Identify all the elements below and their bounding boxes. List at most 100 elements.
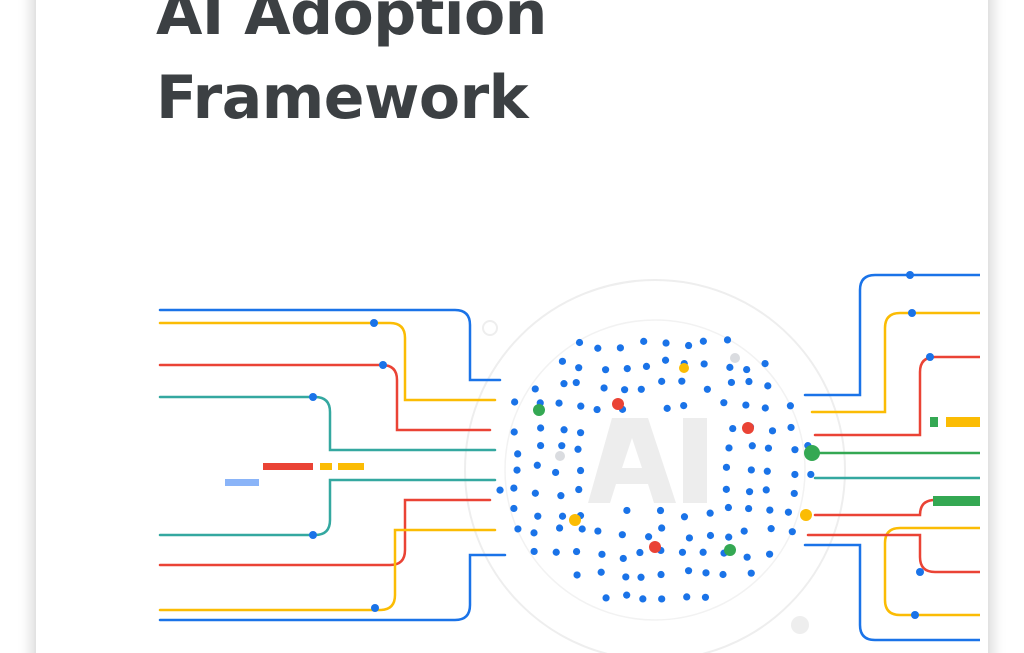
network-node [618,531,626,539]
network-node [745,377,753,386]
network-node [513,466,521,474]
network-node [560,380,568,388]
network-node [683,593,691,601]
center-ai-mark: AI [0,0,15,4]
network-node [700,360,708,368]
network-node [619,554,627,563]
network-node [578,525,586,533]
network-node [680,513,689,521]
network-node [678,377,686,385]
network-node [702,569,710,577]
network-node [555,524,564,532]
network-node [623,506,631,515]
network-node [740,527,748,535]
network-node [639,595,647,603]
network-node [699,337,707,345]
network-node [637,573,645,581]
network-node [558,357,567,365]
network-node [745,504,753,513]
cover-title-line-2: Framework [156,63,529,133]
network-node [537,424,545,432]
network-node [602,594,610,602]
network-node [636,548,644,557]
network-node [642,362,651,371]
network-node [701,593,710,601]
network-node [514,525,522,533]
network-node [531,489,539,497]
network-node [719,570,727,579]
network-node [600,384,608,392]
network-node [640,337,648,345]
network-node [720,399,728,407]
network-node [767,525,775,533]
network-node [558,512,567,520]
network-node [762,486,770,494]
network-node [745,488,754,496]
network-node [514,450,522,458]
network-node [555,399,563,407]
network-node [742,401,750,409]
network-node [685,534,694,542]
network-node [560,426,568,434]
network-node [764,382,772,390]
network-node [763,467,771,475]
network-node [575,338,584,347]
network-node [575,364,583,372]
network-node [552,548,560,556]
network-node [558,442,566,450]
network-node [552,468,560,477]
network-node [593,405,601,414]
network-node [531,385,539,393]
network-node [662,339,670,347]
cover-title: AI Adoption Framework [156,0,547,140]
network-node [761,359,769,368]
network-node [786,402,794,410]
network-node [598,550,606,558]
network-node [534,512,542,520]
network-node [594,344,602,352]
network-node [576,429,585,437]
network-node [510,484,518,492]
network-node [807,470,815,479]
network-node [616,344,624,352]
network-node [572,547,581,556]
network-node [788,528,796,536]
network-node [530,529,538,537]
network-node [577,402,585,410]
network-node [699,548,707,556]
network-node [658,524,666,532]
network-node [533,461,541,469]
network-node [678,548,687,556]
network-node [510,504,518,513]
network-node [621,386,629,394]
network-node [723,336,732,344]
network-node [680,401,688,410]
network-node [748,442,756,450]
network-node [511,398,519,406]
network-node [623,591,631,599]
network-node [743,365,751,374]
network-node [684,341,693,350]
network-node-group [496,336,815,603]
network-node [725,533,733,541]
network-node [706,509,714,517]
network-node [530,547,538,556]
network-node [761,404,769,412]
network-node [573,571,581,579]
decor-ring [504,319,806,621]
network-node [622,573,630,581]
network-node [790,489,798,498]
network-node [658,595,666,603]
network-node [572,378,580,387]
network-node [766,506,774,514]
network-node [623,365,631,373]
network-node [784,508,793,516]
network-node [663,404,671,412]
network-node [727,378,736,387]
network-node [787,423,795,432]
network-node [637,385,645,393]
network-node [722,463,731,471]
network-node [656,506,665,515]
network-node [557,492,565,500]
